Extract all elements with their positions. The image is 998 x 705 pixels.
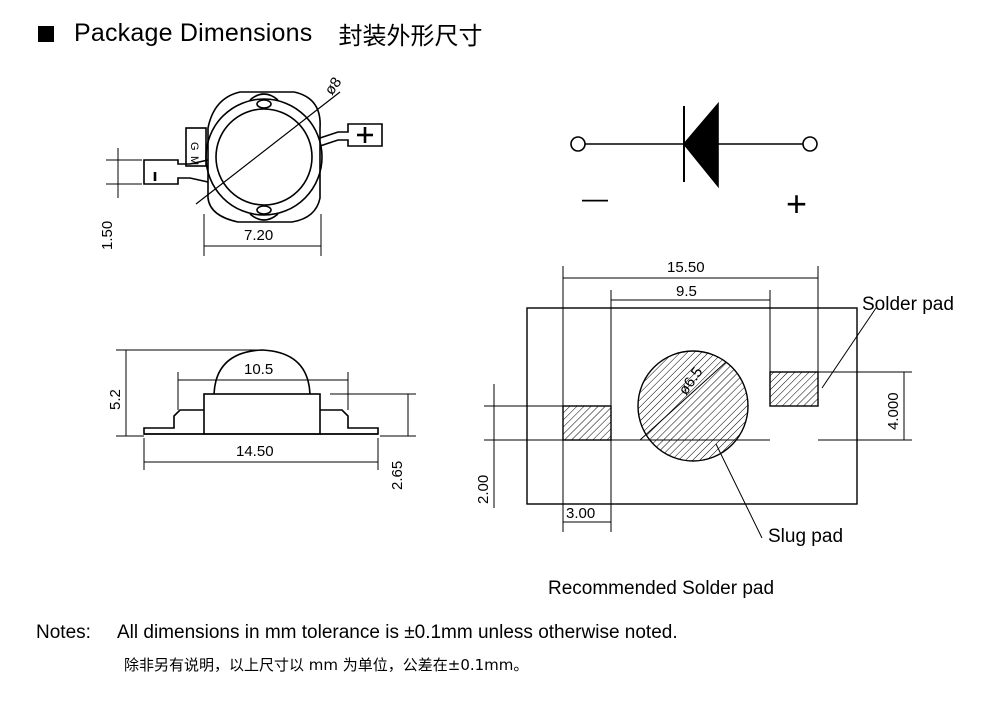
footprint	[484, 266, 912, 539]
diode-terminal-left	[570, 136, 586, 152]
top-diameter-line	[195, 91, 341, 205]
side-dim-height: 5.2	[107, 389, 124, 410]
fp-dim-pad-height-right: 4.000	[885, 392, 902, 430]
top-lead-left	[143, 159, 209, 185]
solder-pad-leader	[821, 307, 877, 389]
side-lead-left	[143, 409, 204, 435]
footprint-caption: Recommended Solder pad	[548, 578, 774, 599]
top-bump-upper	[249, 93, 279, 101]
solder-pad-label: Solder pad	[862, 294, 954, 315]
diode-minus-label: —	[582, 183, 608, 213]
diode-terminal-right	[802, 136, 818, 152]
top-bump-upper-hole	[256, 99, 272, 109]
diode-triangle	[682, 101, 719, 189]
notes: Notes: All dimensions in mm tolerance is …	[36, 622, 678, 644]
top-dim-diameter: ø8	[321, 74, 345, 98]
notes-text-cn: 除非另有说明，以上尺寸以 mm 为单位，公差在±0.1mm。	[124, 656, 529, 674]
notes-label: Notes:	[36, 622, 91, 643]
footprint-pad-left	[562, 405, 612, 441]
slug-pad-label: Slug pad	[768, 526, 843, 547]
footprint-slug-pad	[637, 350, 749, 462]
top-view	[106, 91, 383, 256]
top-dim-width: 7.20	[244, 227, 273, 244]
header-bullet	[38, 25, 54, 42]
side-dim-length: 14.50	[236, 443, 274, 460]
top-lens-circle	[215, 108, 313, 206]
fp-dim-pad-height-left: 2.00	[475, 475, 492, 504]
top-dim-height: 1.50	[99, 221, 116, 250]
diode-plus-label: +	[786, 183, 807, 224]
side-lead-right	[320, 409, 379, 435]
side-view	[116, 349, 416, 470]
fp-dim-pad-width: 3.00	[566, 505, 595, 522]
notes-text: All dimensions in mm tolerance is ±0.1mm…	[117, 622, 678, 643]
top-bump-lower-hole	[256, 205, 272, 215]
fp-dim-total: 15.50	[667, 259, 705, 276]
diode-symbol	[570, 101, 818, 189]
top-lead-right	[319, 123, 383, 147]
page-header: Package Dimensions 封装外形尺寸	[38, 16, 482, 51]
top-outer-circle	[205, 98, 323, 216]
side-dim-body: 2.65	[389, 461, 406, 490]
top-body-outline	[207, 91, 321, 223]
top-marking-box	[185, 127, 207, 167]
header-title: Package Dimensions	[74, 19, 313, 47]
marking-m: M	[188, 156, 200, 165]
top-bump-lower	[249, 213, 279, 221]
fp-dim-inner: 9.5	[676, 283, 697, 300]
marking-g: G	[188, 142, 200, 151]
footprint-pad-right	[769, 371, 819, 407]
slug-pad-leader	[715, 443, 763, 539]
side-dim-lens: 10.5	[244, 361, 273, 378]
slug-diameter-line	[639, 361, 727, 441]
side-body	[203, 393, 321, 435]
header-title-cn: 封装外形尺寸	[338, 22, 483, 50]
